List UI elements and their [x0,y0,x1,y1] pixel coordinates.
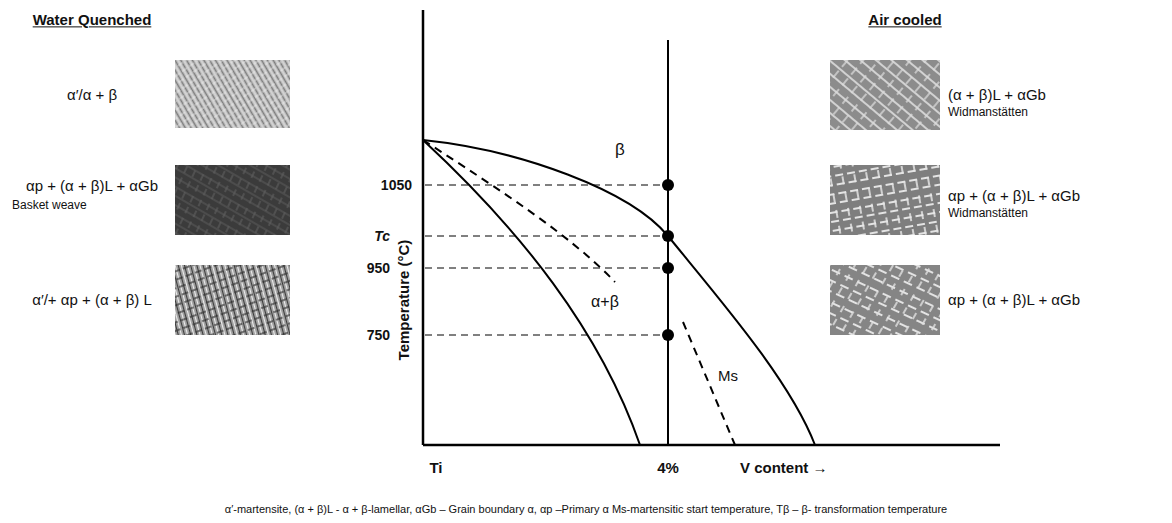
axis-tick: 950 [367,260,390,276]
composition-line [667,40,669,445]
microstructure-label: α′/+ αp + (α + β) L [32,291,152,308]
beta-transus [423,140,815,445]
line-label: Ms [718,367,738,384]
micrograph [830,60,940,130]
micrograph [175,265,290,335]
morphology-note: Widmanstätten [948,106,1028,120]
micrograph [175,60,290,128]
phase-label: α+β [591,293,619,311]
axis-tick: 750 [367,327,390,343]
figure-caption: α′-martensite, (α + β)L - α + β-lamellar… [225,503,947,516]
phase-label: β [615,140,625,160]
axis-tick: Tc [374,228,390,244]
microstructure-label: αp + (α + β)L + αGb [948,187,1080,204]
temperature-guide [425,185,664,335]
microstructure-label: αp + (α + β)L + αGb [26,177,158,194]
micrograph [830,265,940,335]
heat-treatment-point [662,179,674,341]
axis-tick: 4% [657,459,679,476]
axis-title: Temperature (°C) [395,240,412,361]
morphology-note: Widmanstätten [948,207,1028,221]
axis-tick: Ti [429,459,442,476]
ms-line [423,140,615,282]
panel-heading: Air cooled [868,11,941,28]
microstructure-label: αp + (α + β)L + αGb [948,291,1080,308]
microstructure-label: (α + β)L + αGb [948,86,1046,103]
panel-heading: Water Quenched [33,11,152,28]
y-axis [422,10,425,445]
morphology-note: Basket weave [12,199,87,213]
x-axis [423,444,1000,447]
micrograph [830,165,940,235]
alpha-solvus [423,140,640,445]
axis-tick: 1050 [381,177,412,193]
micrograph [175,165,290,235]
microstructure-label: α′/α + β [67,86,117,103]
axis-title: V content → [740,459,828,476]
